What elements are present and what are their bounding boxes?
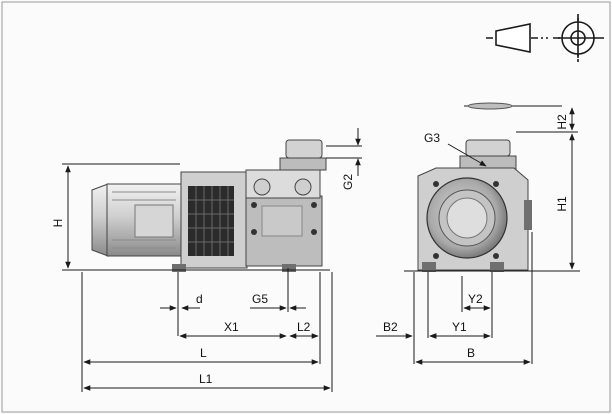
label-h1: H1: [555, 196, 569, 212]
label-l2: L2: [297, 320, 311, 334]
label-g2: G2: [341, 174, 355, 190]
pump-side-view: [82, 139, 330, 272]
label-b: B: [467, 346, 475, 360]
label-h2: H2: [555, 114, 569, 130]
label-y1: Y1: [452, 320, 467, 334]
label-b2: B2: [383, 320, 398, 334]
label-l1: L1: [199, 372, 213, 386]
label-g3: G3: [424, 131, 440, 145]
label-d: d: [196, 292, 203, 306]
label-x1: X1: [224, 320, 239, 334]
pump-front-view: [404, 102, 580, 272]
label-g5: G5: [252, 292, 268, 306]
side-dimensions: [62, 128, 362, 392]
first-angle-projection-icon: [486, 14, 604, 62]
label-y2: Y2: [468, 292, 483, 306]
label-h: H: [51, 219, 65, 228]
label-l: L: [200, 346, 207, 360]
front-dimensions: [376, 107, 578, 365]
